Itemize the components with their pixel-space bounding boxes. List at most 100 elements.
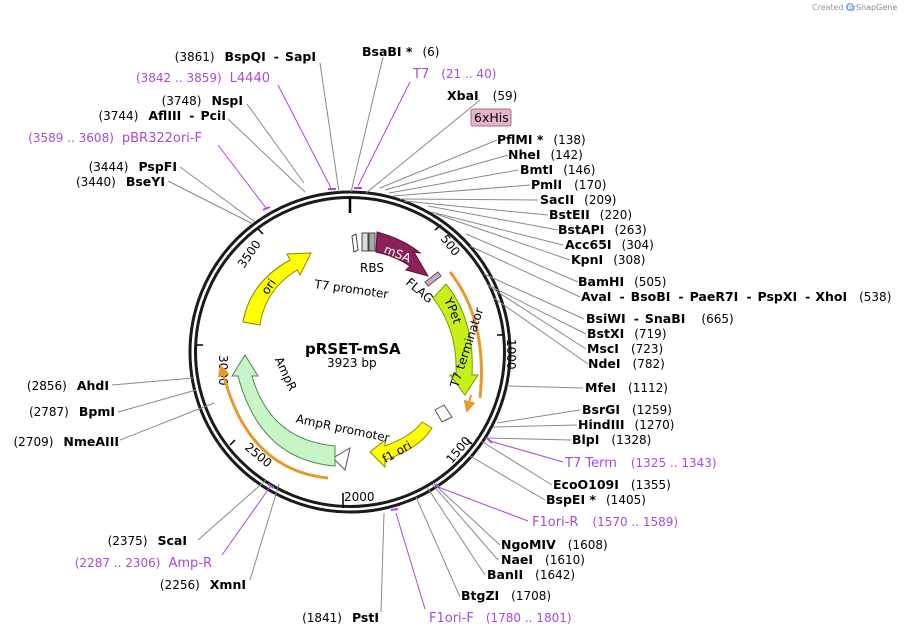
svg-text:(2787)BpmI: (2787) BpmI [29,404,115,419]
enzyme-xmni-name: XmnI [210,577,246,592]
ampr-orf-arrowhead [217,364,230,385]
ampr-promoter-label: AmpR promoter [295,412,391,446]
svg-text:HindIII(1270): HindIII(1270) [578,417,674,432]
svg-text:BamHI(505): BamHI(505) [578,274,666,289]
enzyme-bsiwi-pos: (665) [701,312,733,326]
enzyme-naei-pos: (1610) [545,553,585,567]
enzyme-nmeaiii-name: NmeAIII [63,434,119,449]
primer-ampr-range: (2287 .. 2306) [75,556,161,570]
enzyme-bspei-pos: (1405) [606,493,646,507]
enzyme-avai-name: AvaI [581,289,611,304]
enzyme-ahdi-pos: (2856) [27,379,67,393]
enzyme-psti-name: PstI [352,610,379,625]
enzyme-pspxi-name: PspXI [758,289,798,304]
enzyme-bmti-name: BmtI [520,162,553,177]
enzyme-kpni-name: KpnI [571,252,603,267]
primer-f1orif-name: F1ori-F [429,611,474,626]
enzyme-sapi-name: SapI [285,49,316,64]
enzyme-bamhi-pos: (505) [634,275,666,289]
enzyme-sacii-name: SacII [540,192,574,207]
svg-text:(3744)AflIII-PciI: (3744)AflIII-PciI [98,108,226,123]
enzyme-bspqi-pos: (3861) [175,50,215,64]
svg-text:PflMI *(138): PflMI * (138) [497,132,586,147]
enzyme-bpmi-pos: (2787) [29,405,69,419]
svg-text:(3861)BspQI-SapI: (3861)BspQI-SapI [175,49,316,64]
svg-text:BspEI *(1405): BspEI * (1405) [546,492,646,507]
svg-text:(3440)BseYI: (3440)BseYI [76,174,165,189]
enzyme-bsrgi-name: BsrGI [582,402,620,417]
enzyme-pflmi-pos: (138) [553,133,585,147]
enzyme-acc65i-pos: (304) [622,238,654,252]
snapgene-credit: Created by SnapGene [812,3,897,12]
enzyme-bpmi-name: BpmI [79,404,115,419]
leader-lines [111,56,589,613]
svg-text:(2375)ScaI: (2375)ScaI [108,533,187,548]
svg-text:BsrGI(1259): BsrGI(1259) [582,402,672,417]
snapgene-logo-icon [846,3,855,11]
enzyme-bsteii-pos: (220) [600,208,632,222]
enzyme-nmeaiii-pos: (2709) [14,435,54,449]
plasmid-name: pRSET-mSA [305,340,401,358]
enzyme-bsiwi-name: BsiWI [586,311,626,326]
svg-text:Acc65I(304): Acc65I(304) [565,237,654,252]
his-tag-badge [470,108,512,127]
enzyme-bstapi-name: BstAPI [558,222,604,237]
his-tag-box [368,232,376,252]
svg-text:(2856)AhdI: (2856)AhdI [27,378,109,393]
enzyme-xbai-pos: (59) [493,89,518,103]
ampr-label: AmpR [272,355,300,393]
svg-text:T7(21 .. 40): T7(21 .. 40) [412,67,496,82]
rbs-label: RBS [360,261,384,275]
primer-t7term-range: (1325 .. 1343) [631,456,717,470]
backbone [188,190,512,514]
flag-arrow [424,271,442,287]
enzyme-paer7i-name: PaeR7I [690,289,739,304]
ypet-orf-arrowhead [463,394,476,413]
enzyme-bstapi-pos: (263) [614,223,646,237]
svg-text:T7 Term(1325 .. 1343): T7 Term(1325 .. 1343) [564,456,717,471]
enzyme-kpni-pos: (308) [613,253,645,267]
enzyme-msci-pos: (723) [631,342,663,356]
enzyme-msci-name: MscI [587,341,619,356]
enzyme-xhoi-name: XhoI [815,289,847,304]
tick-2000: 2000 [344,490,375,504]
enzyme-scai-name: ScaI [158,533,188,548]
primer-t7-name: T7 [412,67,429,82]
ampr-promoter-arrow [332,446,351,471]
enzyme-hindiii-name: HindIII [578,417,625,432]
svg-text:MfeI(1112): MfeI(1112) [585,380,668,395]
credit-text: Created by [812,3,856,12]
t7-promoter-label: T7 promoter [313,277,390,301]
his-tag-text: 6xHis [474,110,509,125]
primer-l4440-name: L4440 [230,71,270,86]
svg-text:BlpI(1328): BlpI (1328) [572,432,651,447]
enzyme-blpi-name: BlpI [572,432,599,447]
enzyme-pspfi-pos: (3444) [89,160,129,174]
svg-text:(3748)NspI: (3748)NspI [162,93,243,108]
enzyme-bstxi-pos: (719) [634,327,666,341]
svg-text:BstAPI(263): BstAPI (263) [558,222,647,237]
primer-marks [262,187,493,511]
his-tag-label: 6xHis [470,108,512,127]
enzyme-snabi-name: SnaBI [645,311,686,326]
svg-text:BtgZI(1708): BtgZI(1708) [461,588,551,603]
enzyme-nhei-pos: (142) [551,148,583,162]
enzyme-bsteii-name: BstEII [549,207,590,222]
svg-text:(3842 .. 3859)L4440: (3842 .. 3859)L4440 [136,71,270,86]
primer-f1orif-range: (1780 .. 1801) [486,611,572,625]
svg-text:SacII(209): SacII(209) [540,192,616,207]
enzyme-aflIII-name: AflIII [148,108,181,123]
enzyme-labels-left: (3861)BspQI-SapI (3748)NspI (3744)AflIII… [14,49,380,625]
enzyme-naei-name: NaeI [501,552,533,567]
enzyme-blpi-pos: (1328) [611,433,651,447]
svg-text:PmlI(170): PmlI(170) [531,177,606,192]
svg-text:(3589 .. 3608)pBR322ori-F: (3589 .. 3608)pBR322ori-F [28,131,202,146]
enzyme-pflmi-name: PflMI * [497,132,544,147]
enzyme-bsabi-pos: (6) [422,45,439,59]
enzyme-bspei-name: BspEI * [546,492,596,507]
enzyme-bstxi-name: BstXI [587,326,624,341]
enzyme-psti-pos: (1841) [302,611,342,625]
enzyme-bspqi-name: BspQI [225,49,266,64]
primer-pbr322ori-name: pBR322ori-F [122,131,202,146]
msa-feature-arrow [375,231,430,277]
